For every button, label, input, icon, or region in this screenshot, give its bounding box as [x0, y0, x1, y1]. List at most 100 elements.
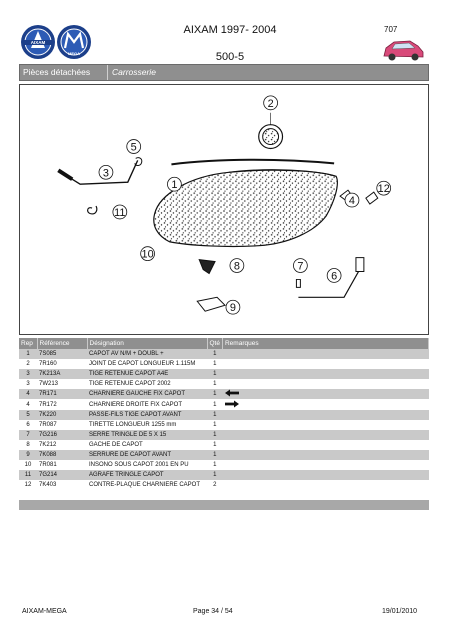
brand-logos: AIXAM MEGA — [21, 25, 91, 59]
row-reference: 7G216 — [37, 429, 87, 440]
section-category: Pièces détachées — [23, 67, 91, 77]
footer-date: 19/01/2010 — [382, 608, 418, 615]
row-reference: 7K403 — [37, 480, 87, 491]
row-qty: 1 — [207, 389, 223, 400]
row-remarks — [222, 470, 429, 481]
row-reference: 7K213A — [37, 369, 87, 380]
callout-3: 3 — [98, 164, 114, 180]
row-designation: AGRAFE TRINGLE CAPOT — [87, 470, 207, 481]
row-reference: 7K212 — [37, 439, 87, 450]
row-reference: 7R172 — [37, 399, 87, 410]
counter-plate-part — [365, 191, 379, 205]
row-remarks — [222, 419, 429, 430]
row-designation: CHARNIERE GAUCHE FIX CAPOT — [87, 389, 207, 400]
footer-page-number: Page 34 / 54 — [193, 608, 233, 615]
row-rep: 5 — [19, 409, 37, 420]
mega-logo: MEGA — [57, 25, 91, 59]
row-designation: TIGE RETENUE CAPOT A4E — [87, 369, 207, 380]
callout-2: 2 — [263, 95, 278, 111]
row-remarks — [222, 460, 429, 471]
row-qty: 2 — [207, 480, 223, 491]
svg-text:AIXAM: AIXAM — [31, 40, 46, 45]
row-rep: 3 — [19, 369, 37, 380]
row-reference: 7R087 — [37, 419, 87, 430]
svg-text:10: 10 — [142, 249, 154, 261]
row-designation: PASSE-FILS TIGE CAPOT AVANT — [87, 409, 207, 420]
row-qty: 1 — [207, 399, 223, 410]
section-subcategory: Carrosserie — [112, 67, 156, 77]
table-footer-bar — [19, 500, 429, 510]
hood-seal-strip — [171, 158, 335, 166]
car-thumbnail — [383, 40, 424, 61]
svg-text:1: 1 — [171, 179, 177, 191]
row-qty: 1 — [207, 429, 223, 440]
row-rep: 4 — [19, 399, 37, 410]
row-qty: 1 — [207, 439, 223, 450]
row-qty: 1 — [207, 460, 223, 471]
callout-12: 12 — [376, 180, 392, 196]
svg-text:MEGA: MEGA — [68, 51, 80, 56]
row-qty: 1 — [207, 369, 223, 380]
release-cable-part — [298, 265, 363, 298]
hood-support-rod — [57, 160, 139, 185]
col-header-qty: Qté — [207, 338, 224, 349]
row-designation: TIGE RETENUE CAPOT 2002 — [87, 379, 207, 390]
row-remarks — [222, 389, 429, 400]
page-code: 707 — [384, 25, 398, 34]
svg-text:4: 4 — [349, 195, 355, 207]
arrow-left-icon — [225, 389, 240, 397]
row-qty: 1 — [207, 379, 223, 390]
row-reference: 7K220 — [37, 409, 87, 420]
model-code: 500-5 — [215, 51, 245, 63]
row-designation: SERRURE DE CAPOT AVANT — [87, 449, 207, 461]
row-rep: 4 — [19, 389, 37, 400]
row-remarks — [222, 429, 429, 440]
callout-5: 5 — [126, 139, 142, 154]
row-qty: 1 — [207, 419, 223, 430]
row-designation: TIRETTE LONGUEUR 1255 mm — [87, 419, 207, 430]
parts-table: Rep Référence Désignation Qté Remarques … — [19, 338, 430, 491]
footer-model: AIXAM-MEGA — [22, 608, 67, 615]
row-reference: 7S085 — [37, 349, 87, 360]
grommet-part — [134, 157, 143, 166]
row-designation: INSONO SOUS CAPOT 2001 EN PU — [87, 460, 207, 471]
row-designation: GACHE DE CAPOT — [87, 439, 207, 450]
svg-text:11: 11 — [114, 207, 125, 219]
row-reference: 7R081 — [37, 460, 87, 471]
row-rep: 1 — [19, 349, 37, 360]
svg-text:8: 8 — [234, 261, 240, 273]
svg-text:3: 3 — [103, 167, 109, 179]
row-rep: 10 — [19, 460, 37, 471]
svg-text:12: 12 — [378, 183, 390, 195]
col-header-designation: Désignation — [87, 338, 208, 349]
svg-text:7: 7 — [297, 261, 303, 273]
callout-7: 7 — [293, 258, 308, 273]
svg-text:9: 9 — [230, 302, 236, 314]
svg-text:2: 2 — [268, 98, 274, 110]
row-remarks — [222, 399, 429, 410]
row-remarks — [222, 349, 429, 360]
aixam-logo: AIXAM — [21, 25, 55, 59]
row-remarks — [222, 359, 429, 370]
hood-emblem-part — [258, 112, 284, 150]
table-header-row: Rep Référence Désignation Qté Remarques — [19, 338, 430, 349]
row-rep: 8 — [19, 439, 37, 450]
page-title: AIXAM 1997- 2004 — [183, 24, 277, 36]
row-qty: 1 — [207, 470, 223, 481]
row-reference: 7G214 — [37, 470, 87, 481]
callout-9: 9 — [225, 299, 241, 315]
rod-clip-part — [87, 205, 98, 215]
callout-6: 6 — [326, 268, 342, 283]
